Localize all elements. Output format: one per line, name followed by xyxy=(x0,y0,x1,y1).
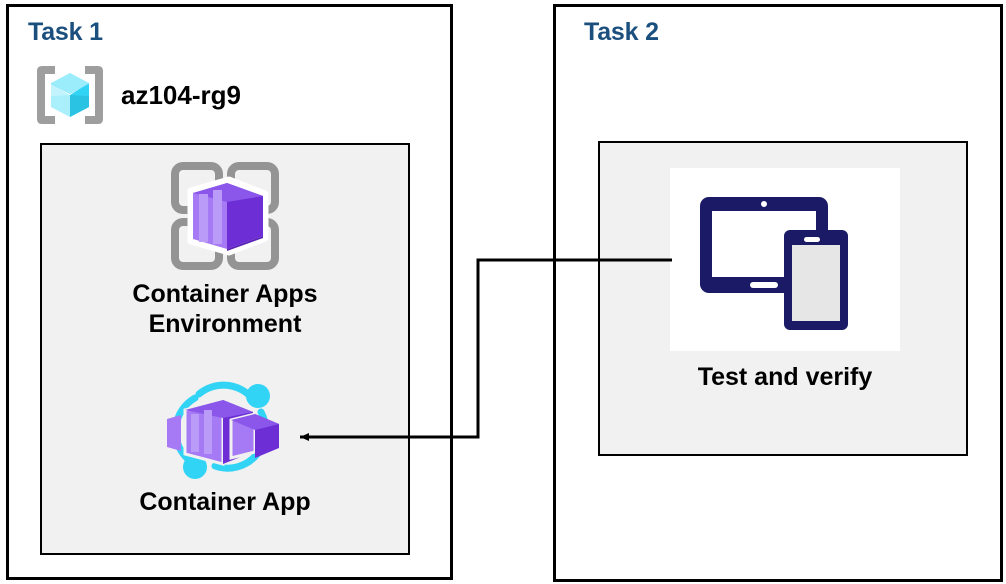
resource-group-label: az104-rg9 xyxy=(121,79,241,110)
container-app-icon xyxy=(60,372,390,488)
node-container-app: Container App xyxy=(60,372,390,518)
node-test-and-verify: Test and verify xyxy=(640,168,930,393)
test-devices-icon-plate xyxy=(670,168,900,351)
task-2-title: Task 2 xyxy=(584,18,659,46)
resource-group-header: az104-rg9 xyxy=(33,60,313,130)
container-apps-environment-icon xyxy=(60,152,390,280)
container-apps-environment-label: Container Apps Environment xyxy=(132,280,318,338)
task-1-title: Task 1 xyxy=(28,18,103,46)
resource-group-icon xyxy=(33,63,107,127)
node-container-apps-environment: Container Apps Environment xyxy=(60,152,390,339)
test-devices-icon xyxy=(692,185,878,335)
container-app-label: Container App xyxy=(139,488,311,516)
test-and-verify-label: Test and verify xyxy=(697,363,873,391)
